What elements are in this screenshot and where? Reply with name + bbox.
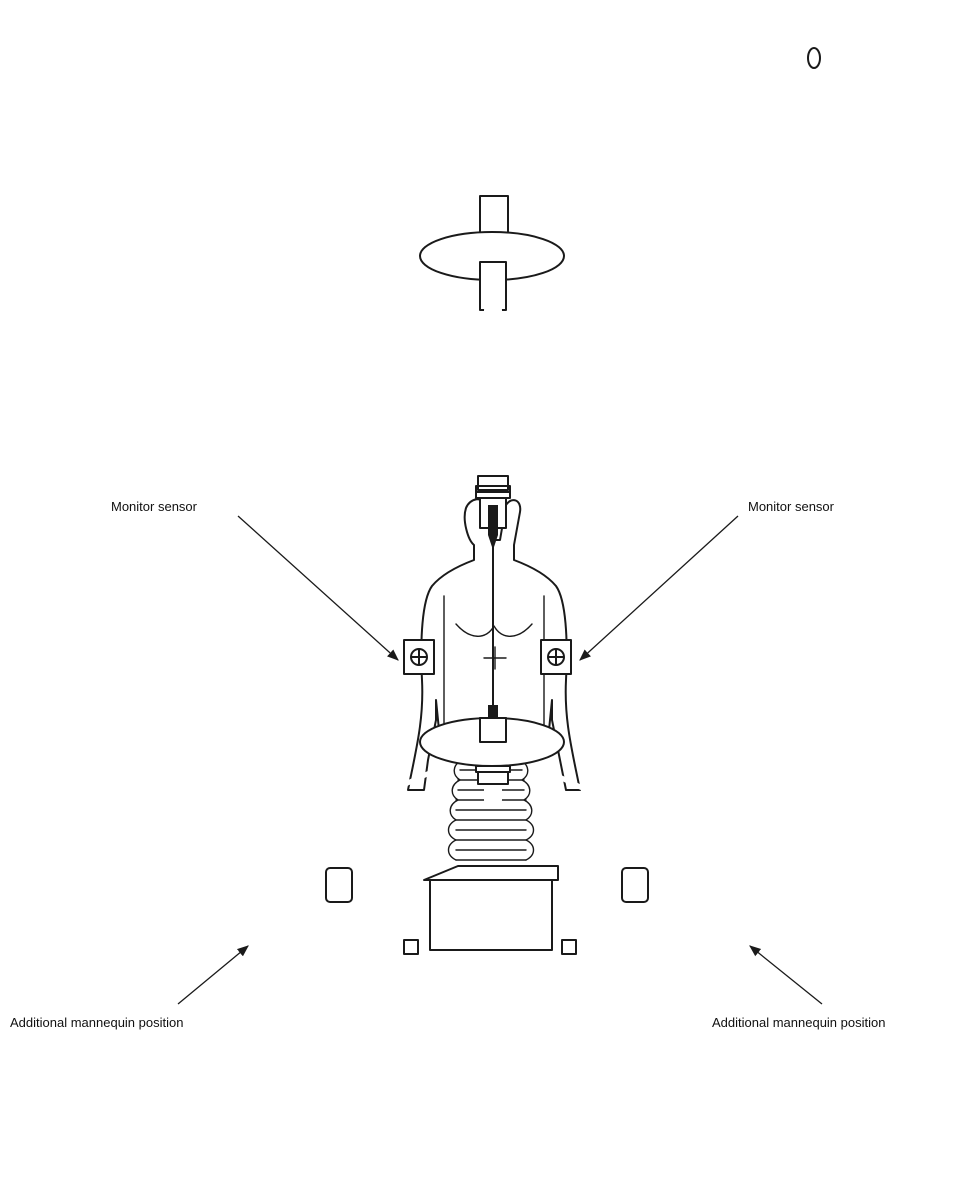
- mannequin-base: [403, 865, 577, 955]
- arrow-additional-position-left: [177, 945, 249, 1005]
- inner-tall-frame: [377, 277, 606, 793]
- feet: [325, 867, 649, 903]
- arrow-monitor-sensor-right: [579, 515, 739, 661]
- arrow-additional-position-right: [749, 945, 823, 1005]
- monitor-sensor-right: [540, 639, 572, 675]
- leader-arrows: [177, 515, 823, 1005]
- monitor-sensor-label-right: Monitor sensor: [748, 499, 834, 514]
- upper-clamp: [475, 475, 511, 550]
- outer-square-frame: [177, 265, 808, 733]
- arrow-monitor-sensor-left: [237, 515, 399, 661]
- additional-position-label-left: Additional mannequin position: [10, 1015, 184, 1030]
- top-handle: [479, 47, 821, 237]
- monitor-sensor-left: [403, 639, 435, 675]
- additional-position-label-right: Additional mannequin position: [712, 1015, 886, 1030]
- bottom-disk: [419, 717, 565, 767]
- front-side-frame: [275, 176, 710, 873]
- lower-spokes: [285, 767, 689, 841]
- monitor-sensor-label-left: Monitor sensor: [111, 499, 197, 514]
